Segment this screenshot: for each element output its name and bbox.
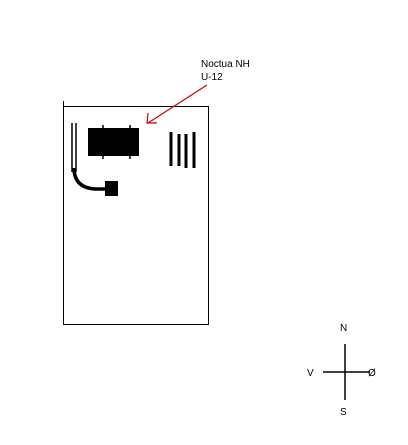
compass-north-label: N — [340, 323, 347, 334]
cable-connector — [105, 181, 118, 196]
compass-south-label: S — [340, 407, 347, 418]
case-body — [63, 106, 209, 325]
annotation-arrow-head — [146, 112, 157, 124]
annotation: Noctua NH U-12 — [146, 59, 250, 124]
cpu-cooler-block — [88, 128, 139, 156]
annotation-arrow-shaft — [147, 84, 208, 124]
annotation-label-line1: Noctua NH — [201, 59, 250, 70]
cable-curve — [72, 167, 108, 191]
compass-west-label: V — [307, 368, 314, 379]
cpu-cooler — [88, 125, 139, 159]
power-cable — [71, 123, 118, 196]
compass-east-label: Ø — [368, 368, 376, 379]
case-outline — [63, 101, 209, 325]
annotation-label-line2: U-12 — [201, 72, 223, 83]
ram-slots — [169, 132, 196, 168]
compass-rose: N S V Ø — [307, 323, 376, 418]
